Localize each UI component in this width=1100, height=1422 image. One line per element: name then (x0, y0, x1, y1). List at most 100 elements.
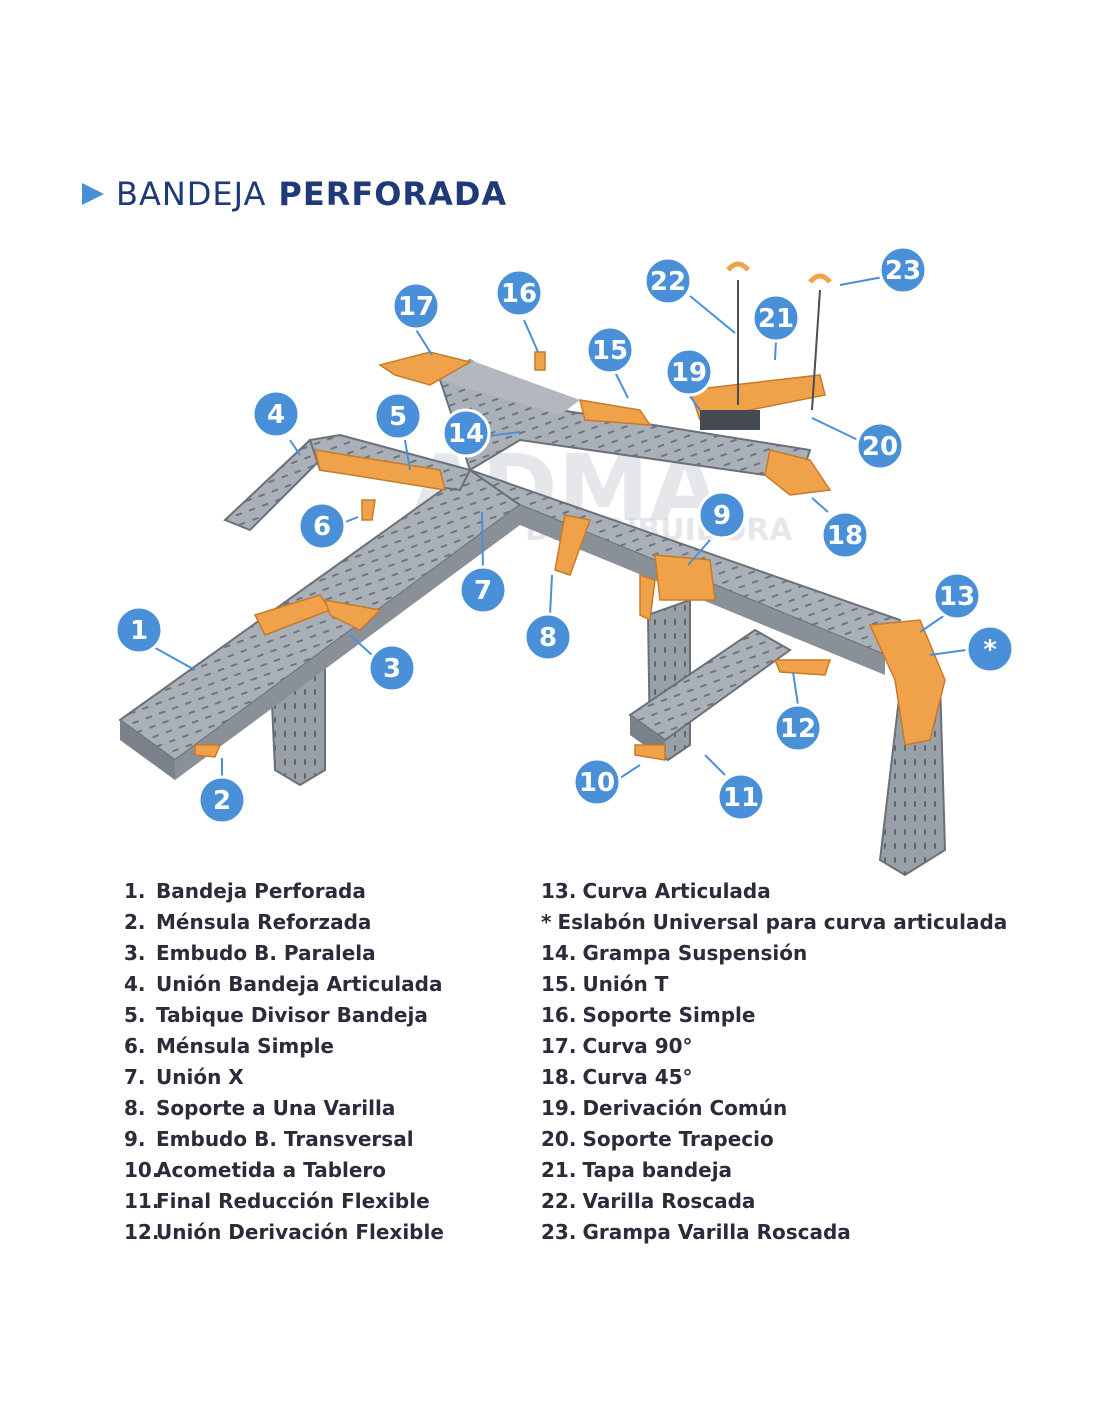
legend-label: Grampa Suspensión (582, 941, 808, 965)
legend-item: 11.Final Reducción Flexible (124, 1186, 444, 1217)
panel-part (634, 744, 666, 761)
callout-label: 10 (579, 768, 615, 798)
legend-item: 23.Grampa Varilla Roscada (541, 1217, 1007, 1248)
legend-number: 13. (541, 879, 577, 903)
legend-item: 5.Tabique Divisor Bandeja (124, 1000, 444, 1031)
legend-item: 21.Tapa bandeja (541, 1155, 1007, 1186)
callout-18: 18 (820, 510, 870, 560)
legend-item: 3.Embudo B. Paralela (124, 938, 444, 969)
callout-label: 9 (713, 501, 731, 531)
callout-2: 2 (197, 775, 247, 825)
callout-label: 8 (539, 623, 557, 653)
callout-label: 5 (389, 402, 407, 432)
callout-star: * (965, 624, 1015, 674)
callout-label: 6 (313, 512, 331, 542)
title-bold: PERFORADA (278, 175, 508, 213)
legend-number: 20. (541, 1127, 577, 1151)
legend-label: Curva 90° (582, 1034, 693, 1058)
callout-label: 18 (827, 521, 863, 551)
callout-4: 4 (251, 389, 301, 439)
legend-label: Final Reducción Flexible (156, 1189, 430, 1213)
legend-number: 12. (124, 1220, 160, 1244)
callout-21: 21 (751, 293, 801, 343)
legend-number: 21. (541, 1158, 577, 1182)
legend-number: 16. (541, 1003, 577, 1027)
legend-number: 14. (541, 941, 577, 965)
callout-14: 14 (441, 408, 491, 458)
callout-label: 15 (592, 336, 628, 366)
legend-label: Acometida a Tablero (156, 1158, 387, 1182)
transversal-funnel-part (654, 554, 716, 601)
transversal-funnel-part-b (639, 573, 656, 622)
legend-item: *Eslabón Universal para curva articulada (541, 907, 1007, 938)
legend-number: 23. (541, 1220, 577, 1244)
callout-label: 20 (862, 432, 898, 462)
callout-13: 13 (932, 571, 982, 621)
callout-1: 1 (114, 605, 164, 655)
simple-support-part (534, 351, 546, 371)
legend-item: 16.Soporte Simple (541, 1000, 1007, 1031)
legend-number: 22. (541, 1189, 577, 1213)
legend-label: Varilla Roscada (582, 1189, 756, 1213)
callout-label: 3 (383, 654, 401, 684)
legend-item: 4. Unión Bandeja Articulada (124, 969, 444, 1000)
callout-label: 4 (267, 400, 285, 430)
legend-number: 7. (124, 1065, 146, 1089)
legend-number: 10. (124, 1158, 160, 1182)
legend-item: 12.Unión Derivación Flexible (124, 1217, 444, 1248)
legend-item: 7.Unión X (124, 1062, 444, 1093)
legend-item: 13.Curva Articulada (541, 876, 1007, 907)
callout-label: 1 (130, 616, 148, 646)
legend-label: Unión Derivación Flexible (156, 1220, 444, 1244)
legend-label: Tapa bandeja (582, 1158, 733, 1182)
orange-accessories (194, 351, 946, 761)
legend-item: 18.Curva 45° (541, 1062, 1007, 1093)
legend-number: 8. (124, 1096, 146, 1120)
legend-label: Ménsula Reforzada (156, 910, 372, 934)
legend-item: 2.Ménsula Reforzada (124, 907, 444, 938)
page-title: BANDEJA PERFORADA (82, 172, 507, 216)
legend-label: Derivación Común (582, 1096, 788, 1120)
callout-7: 7 (458, 565, 508, 615)
legend-item: 10.Acometida a Tablero (124, 1155, 444, 1186)
legend-label: Bandeja Perforada (156, 879, 366, 903)
callout-label: 22 (650, 267, 686, 297)
title-light: BANDEJA (116, 175, 267, 213)
bracket-part (194, 744, 222, 758)
callout-11: 11 (716, 772, 766, 822)
legend-number: 17. (541, 1034, 577, 1058)
legend-number: 18. (541, 1065, 577, 1089)
callout-label: 2 (213, 786, 231, 816)
callout-5: 5 (373, 391, 423, 441)
callout-label: 14 (448, 419, 484, 449)
legend-item: 19.Derivación Común (541, 1093, 1007, 1124)
legend-number: 4. (124, 972, 146, 996)
legend-number: 11. (124, 1189, 160, 1213)
legend-label: Soporte Simple (582, 1003, 756, 1027)
play-arrow-icon (82, 183, 104, 205)
legend-label: Embudo B. Transversal (156, 1127, 414, 1151)
legend-label: Curva Articulada (582, 879, 771, 903)
legend-right: 13.Curva Articulada*Eslabón Universal pa… (541, 876, 1007, 1248)
legend-number: 15. (541, 972, 577, 996)
callout-22: 22 (643, 256, 693, 306)
legend-item: 6.Ménsula Simple (124, 1031, 444, 1062)
articulated-curve-part (868, 619, 946, 746)
callout-19: 19 (664, 347, 714, 397)
callout-label: 19 (671, 358, 707, 388)
legend-label: Ménsula Simple (156, 1034, 334, 1058)
legend-item: 1.Bandeja Perforada (124, 876, 444, 907)
callout-label: 12 (780, 714, 816, 744)
callout-label: 13 (939, 582, 975, 612)
legend-item: 9. Embudo B. Transversal (124, 1124, 444, 1155)
callout-3: 3 (367, 643, 417, 693)
callout-16: 16 (494, 268, 544, 318)
callout-17: 17 (391, 281, 441, 331)
legend-number: 9. (124, 1127, 146, 1151)
legend-label: Unión Bandeja Articulada (156, 972, 443, 996)
legend-number: 3. (124, 941, 146, 965)
single-rod-support-part (554, 514, 592, 576)
reducer-part-b (323, 599, 382, 631)
callout-23: 23 (878, 245, 928, 295)
